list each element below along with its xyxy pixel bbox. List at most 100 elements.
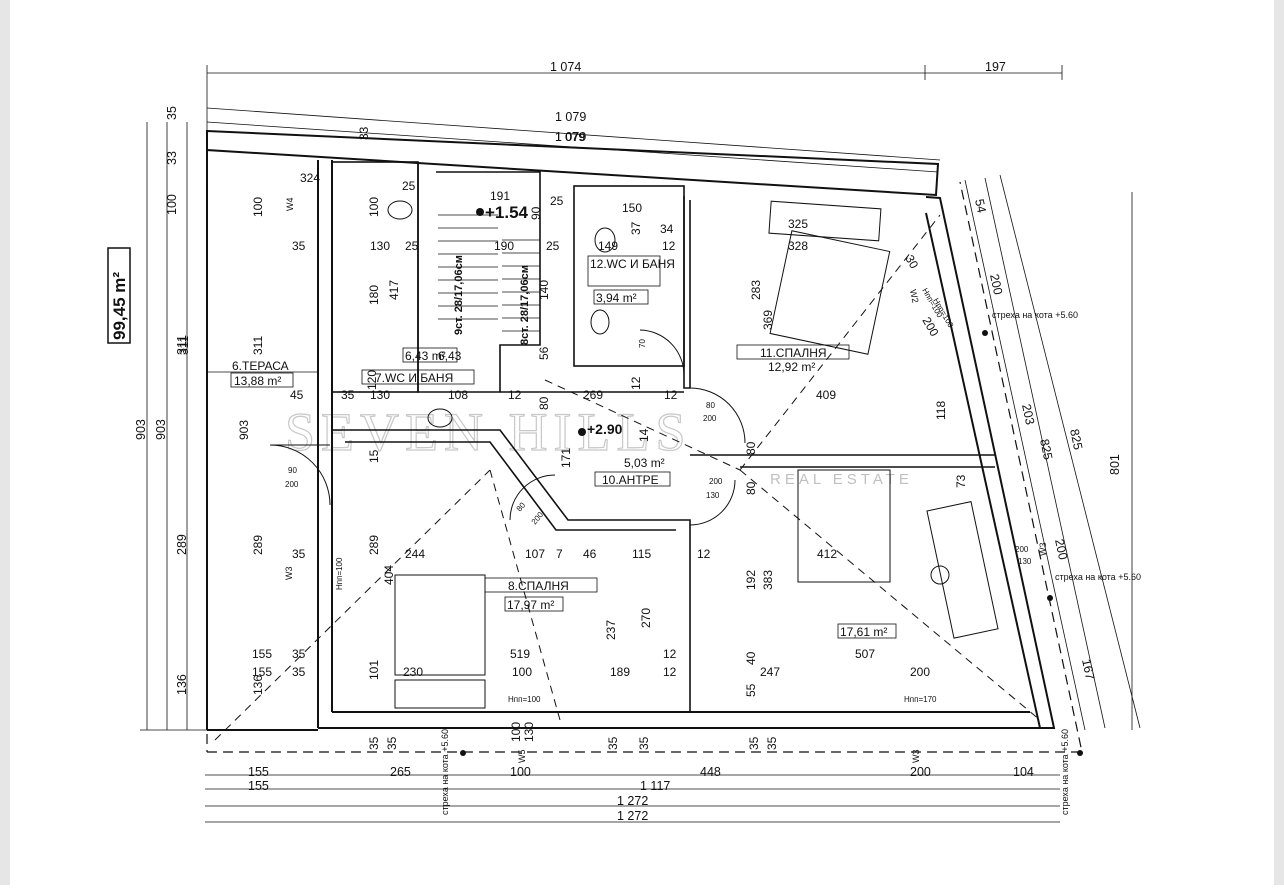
door-swing-bedroom-11: [689, 387, 746, 444]
inner-dim-label: 35: [747, 736, 761, 750]
inner-dim-label: 417: [387, 280, 401, 300]
stair-treads: [438, 214, 540, 332]
dim-bottom-1272a: 1 272: [617, 794, 648, 808]
corridor-wall: [332, 429, 691, 712]
inner-dim-label: 35: [637, 736, 651, 750]
dim-bottom-265: 265: [390, 765, 411, 779]
eaves-note-4: стреха на кота +5.60: [1060, 729, 1070, 815]
inner-dim-label: 108: [448, 388, 468, 402]
inner-dim-label: 270: [639, 608, 653, 628]
door-swing-wc-12: [639, 329, 685, 375]
inner-dim-label: 404: [382, 565, 396, 585]
inner-dim-label: 25: [405, 239, 419, 253]
room-name-bedroom8: 8.СПАЛНЯ: [508, 579, 569, 593]
inner-dim-label: 30: [902, 253, 921, 272]
inner-dim-label: 115: [632, 547, 651, 561]
inner-dim-label: 130: [522, 722, 536, 742]
room-area-bedroom11: 12,92 m²: [768, 360, 815, 374]
inner-dim-label: 130: [706, 491, 720, 500]
dim-top-1074: 1 074: [550, 60, 581, 74]
room-area-bedroom8: 17,97 m²: [507, 598, 554, 612]
top-dimensions: 1 074 197 1 079 1 079: [550, 60, 1006, 144]
inner-dim-label: 192: [744, 570, 758, 590]
bed-8-headboard: [394, 679, 486, 709]
inner-dim-label: 325: [788, 217, 808, 231]
dim-bottom-1117: 1 117: [640, 779, 670, 793]
window-tag-w5: W5: [517, 750, 527, 764]
watermark-subtext: REAL ESTATE: [770, 471, 913, 488]
inner-dim-label: 14: [637, 428, 651, 442]
toilet-7: [387, 200, 413, 220]
inner-dim-label: 383: [761, 570, 775, 590]
inner-dim-label: 6,43: [438, 349, 462, 363]
dim-bottom-100: 100: [510, 765, 531, 779]
dimension-lines: [140, 65, 1141, 823]
room-name-terrace: 6.ТЕРАСА: [232, 359, 289, 373]
inner-dim-label: 25: [402, 179, 416, 193]
inner-dim-label: 12: [662, 239, 676, 253]
bed-11-pillows: [768, 200, 882, 242]
inner-dim-label: 311: [177, 336, 191, 355]
inner-dim-label: 12: [664, 388, 678, 402]
inner-dim-label: 40: [744, 651, 758, 665]
inner-dim-label: 107: [525, 547, 545, 561]
inner-dim-label: 200: [285, 480, 299, 489]
dim-right-200b: 200: [1052, 538, 1070, 561]
inner-dim-label: 25: [546, 239, 560, 253]
sink-7: [427, 408, 453, 428]
door-swings: [269, 329, 746, 526]
inner-dim-label: 140: [537, 280, 551, 300]
inner-dim-label: 200: [910, 665, 930, 679]
inner-dim-label: 200: [919, 315, 941, 340]
stair-label-2: 8ст. 28/17,06см: [519, 265, 531, 345]
left-dimensions: 35 33 100 311 903 903 289 136: [134, 106, 189, 695]
chair: [930, 565, 950, 585]
inner-dim-label: 55: [744, 683, 758, 697]
furniture: [387, 200, 999, 709]
inner-dim-label: 12: [629, 376, 643, 390]
dim-right-203: 203: [1019, 403, 1037, 426]
room-area-wc12: 3,94 m²: [596, 291, 637, 305]
inner-dim-label: 56: [537, 346, 551, 360]
inner-dim-label: 247: [760, 665, 780, 679]
door-swing-hall: [509, 474, 556, 521]
eaves-note-3: стреха на кота +5.60: [440, 729, 450, 815]
sink-12: [590, 309, 610, 335]
inner-dim-label: 80: [706, 401, 715, 410]
inner-dim-label: 412: [817, 547, 837, 561]
inner-dim-label: 328: [788, 239, 808, 253]
room-name-hall: 10.АНТРЕ: [602, 473, 659, 487]
dim-bottom-155b: 155: [248, 779, 269, 793]
inner-dim-label: 1 079: [555, 130, 585, 144]
dim-bottom-448: 448: [700, 765, 721, 779]
eaves-note-1: стреха на кота +5.60: [992, 310, 1078, 320]
stair-walls: [417, 162, 541, 393]
inner-dim-label: 191: [490, 189, 510, 203]
inner-dim-label: 100: [512, 665, 532, 679]
inner-dim-label: 12: [663, 647, 677, 661]
inner-dim-label: 289: [367, 535, 381, 555]
inner-dim-label: 171: [559, 448, 573, 468]
dim-left-289: 289: [175, 534, 189, 555]
eaves-note-2: стреха на кота +5.60: [1055, 572, 1141, 582]
dim-left-311: 311: [175, 335, 189, 355]
door-swing-terrace: [269, 444, 331, 506]
inner-dim-label: 189: [610, 665, 630, 679]
dim-right-54: 54: [972, 198, 989, 215]
window-tag-w3-east: W3: [1038, 543, 1048, 557]
eaves-outline: [206, 181, 1083, 753]
inner-dim-label: 33: [357, 126, 371, 140]
inner-dim-label: 34: [660, 222, 674, 236]
dim-bottom-104: 104: [1013, 765, 1034, 779]
room-name-bedroom11: 11.СПАЛНЯ: [760, 346, 827, 360]
level-marker-stair: [476, 208, 484, 216]
inner-dim-label: 46: [583, 547, 597, 561]
inner-dim-label: 35: [292, 647, 306, 661]
inner-dim-label: 100: [367, 197, 381, 217]
inner-dim-label: 45: [290, 388, 304, 402]
inner-dim-label: 101: [367, 660, 381, 680]
eaves-point-2: [1047, 595, 1053, 601]
